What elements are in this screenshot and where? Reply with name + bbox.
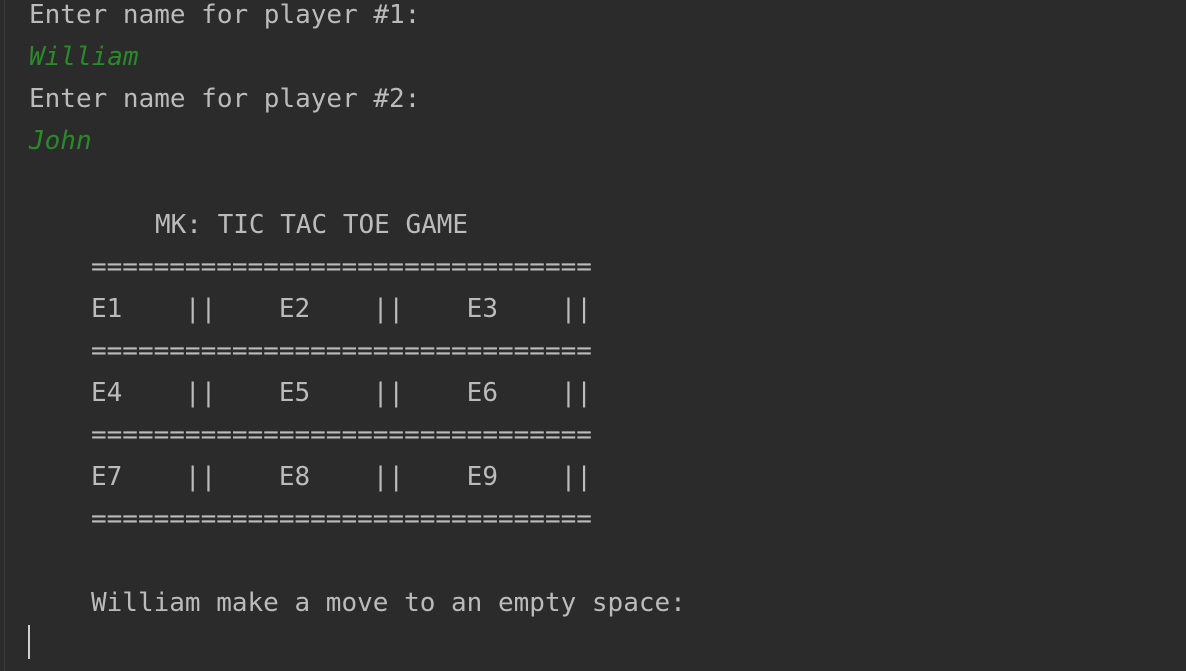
input-caret[interactable]: [28, 625, 30, 659]
player2-prompt: Enter name for player #2:: [29, 84, 421, 114]
board-row: E1 || E2 || E3 ||: [91, 294, 592, 324]
gutter-divider: [4, 0, 5, 671]
player2-name-input: John: [29, 126, 92, 156]
board-divider: ================================: [91, 504, 592, 534]
board-divider: ================================: [91, 420, 592, 450]
board-row: E7 || E8 || E9 ||: [91, 462, 592, 492]
move-prompt: William make a move to an empty space:: [91, 588, 686, 618]
board-divider: ================================: [91, 252, 592, 282]
player1-name-input: William: [29, 42, 139, 72]
board-divider: ================================: [91, 336, 592, 366]
board-row: E4 || E5 || E6 ||: [91, 378, 592, 408]
game-title: MK: TIC TAC TOE GAME: [155, 210, 469, 240]
player1-prompt: Enter name for player #1:: [29, 0, 421, 30]
